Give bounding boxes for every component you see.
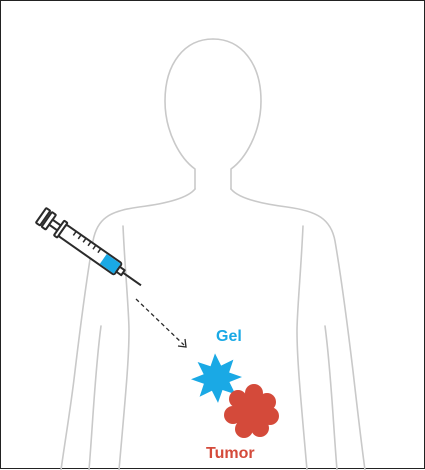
gel-label: Gel bbox=[216, 328, 242, 346]
injection-arrow bbox=[136, 299, 186, 347]
right-inner-arm bbox=[325, 326, 337, 470]
left-shoulder-arm bbox=[61, 189, 195, 470]
tumor-label: Tumor bbox=[206, 445, 255, 463]
tumor-blob-icon bbox=[224, 384, 279, 438]
head-outline bbox=[165, 39, 213, 189]
syringe-icon bbox=[36, 208, 146, 293]
left-inner-arm bbox=[89, 326, 101, 470]
right-torso-side bbox=[297, 226, 307, 470]
head-outline-right bbox=[213, 39, 261, 189]
